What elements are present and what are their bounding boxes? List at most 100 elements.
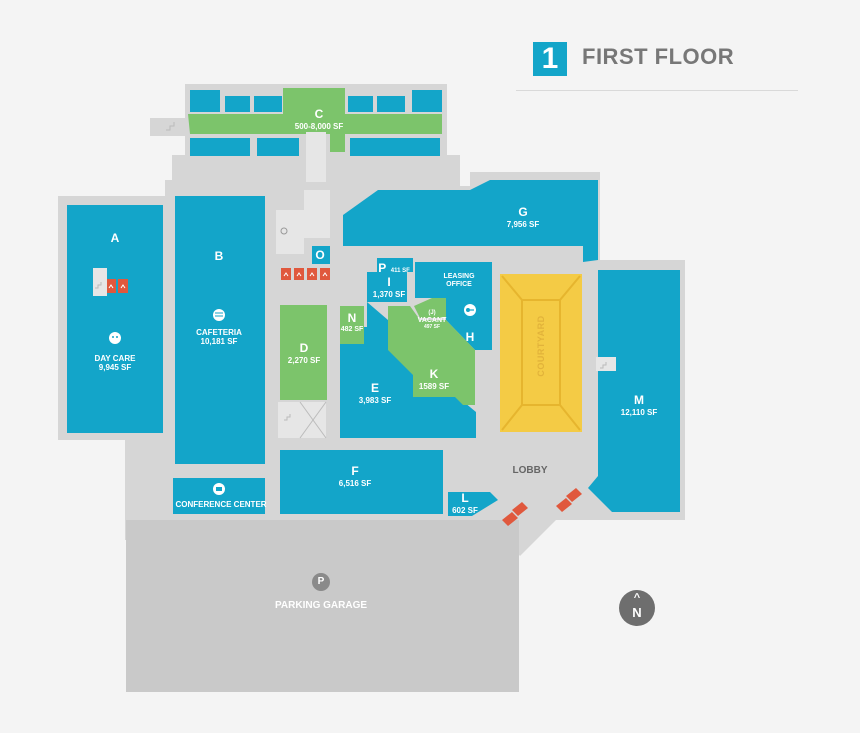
unit-sf: 500-8,000 SF	[294, 121, 344, 131]
unit-m	[588, 270, 680, 512]
unit-c-label[interactable]: C 500-8,000 SF	[294, 107, 344, 131]
unit-sf: 10,181 SF	[200, 337, 238, 347]
floor-title: FIRST FLOOR	[582, 44, 735, 69]
unit-d	[280, 305, 327, 400]
leasing-office-label[interactable]: LEASING OFFICE	[437, 273, 481, 289]
daycare-label[interactable]: DAY CARE 9,945 SF	[95, 354, 136, 372]
unit-k-label[interactable]: K 1589 SF	[419, 367, 449, 391]
unit-h-leasing	[415, 262, 492, 350]
unit-c-small-3	[254, 96, 282, 112]
unit-sf: 9,945 SF	[98, 363, 132, 373]
unit-letter: P	[378, 261, 387, 275]
available-spaces	[188, 88, 475, 405]
unit-j-label[interactable]: (J) VACANT 497 SF	[418, 310, 447, 331]
unit-sf: 1,370 SF	[372, 289, 406, 299]
unit-b-details[interactable]: CAFETERIA 10,181 SF	[196, 328, 242, 346]
north-label: N	[632, 605, 642, 620]
unit-letter: L	[461, 491, 469, 505]
unit-o	[312, 246, 330, 264]
courtyard	[500, 274, 582, 432]
stairs-icon	[93, 132, 616, 438]
unit-c-small-5	[377, 96, 405, 112]
unit-letter: O	[315, 248, 325, 262]
unit-c-small-7	[190, 138, 250, 156]
unit-f-label[interactable]: F 6,516 SF	[338, 464, 372, 488]
unit-sf: 7,956 SF	[506, 219, 540, 229]
courtyard-label: COURTYARD	[535, 315, 546, 377]
unit-p	[377, 258, 413, 272]
unit-a-label[interactable]: A	[110, 231, 120, 246]
unit-l-label[interactable]: L 602 SF	[452, 491, 478, 515]
unit-c-small-4	[348, 96, 373, 112]
unit-b-label[interactable]: B	[214, 249, 224, 264]
unit-name: CAFETERIA	[196, 328, 242, 337]
unit-letter: H	[465, 330, 475, 344]
unit-m-label[interactable]: M 12,110 SF	[620, 393, 658, 417]
restroom-icon	[280, 227, 288, 235]
conference-center-label[interactable]: CONFERENCE CENTER	[175, 500, 266, 509]
parking-garage-label: PARKING GARAGE	[274, 600, 368, 611]
unit-c-small-2	[225, 96, 250, 112]
key-icon	[464, 304, 476, 316]
conference-icon	[213, 483, 225, 495]
elevator-icon	[106, 268, 582, 526]
unit-c-small-8	[257, 138, 299, 156]
unit-f	[280, 450, 443, 514]
unit-letter: F	[351, 464, 359, 478]
north-arrow-icon: ^ N	[619, 590, 655, 626]
unit-letter: K	[429, 367, 439, 381]
unit-n-label[interactable]: N 482 SF	[340, 311, 364, 334]
unit-letter: C	[314, 107, 324, 121]
unit-name: DAY CARE	[94, 354, 136, 363]
unit-sf: 2,270 SF	[287, 355, 321, 365]
unit-i	[367, 272, 407, 302]
unit-a	[67, 205, 163, 433]
unit-letter: M	[633, 393, 644, 407]
unit-letter: D	[299, 341, 309, 355]
unit-letter: I	[387, 275, 391, 289]
floor-number-badge: 1	[533, 42, 567, 76]
leasing-office-name: LEASING OFFICE	[443, 273, 475, 289]
unit-e-label[interactable]: E 3,983 SF	[358, 381, 392, 405]
unit-c-small-1	[190, 90, 220, 112]
unit-n	[340, 306, 364, 344]
conference-center-name: CONFERENCE CENTER	[175, 500, 267, 509]
unit-g-label[interactable]: G 7,956 SF	[506, 205, 540, 229]
unit-o-label[interactable]: O	[315, 248, 325, 263]
parking-garage-area	[126, 520, 519, 692]
unit-sf: 6,516 SF	[338, 478, 372, 488]
parking-symbol: P	[317, 576, 325, 587]
unit-sf: 497 SF	[423, 323, 441, 330]
unit-k	[388, 306, 475, 405]
unit-l	[448, 492, 498, 516]
unit-j	[414, 298, 446, 318]
chevron-up-icon: ^	[633, 592, 641, 604]
unit-letter: E	[370, 381, 379, 395]
unit-letter: A	[110, 231, 120, 245]
lobby-label: LOBBY	[512, 465, 548, 476]
unit-name: VACANT	[417, 316, 447, 324]
unit-h-label[interactable]: H	[465, 330, 475, 345]
unit-sf: 482 SF	[340, 325, 364, 333]
unit-letter: B	[214, 249, 224, 263]
daycare-icon	[109, 332, 121, 344]
unit-p-label[interactable]: P 411 SF	[378, 259, 409, 277]
unit-sf: 3,983 SF	[358, 395, 392, 405]
unit-i-label[interactable]: I 1,370 SF	[372, 275, 406, 299]
unit-letter: G	[518, 205, 528, 219]
unit-letter: (J)	[428, 310, 436, 316]
courtyard-paths	[501, 275, 581, 431]
cafeteria-icon	[213, 309, 225, 321]
parking-icon	[312, 573, 330, 591]
unit-sf: 411 SF	[390, 268, 410, 274]
unit-c-small-6	[412, 90, 442, 112]
unit-b	[175, 196, 265, 464]
unit-letter: N	[347, 311, 357, 325]
header-divider	[516, 90, 798, 91]
unit-c-small-9	[350, 138, 440, 156]
unit-sf: 602 SF	[452, 505, 478, 515]
unit-sf: 12,110 SF	[620, 407, 658, 417]
unit-d-label[interactable]: D 2,270 SF	[287, 341, 321, 365]
